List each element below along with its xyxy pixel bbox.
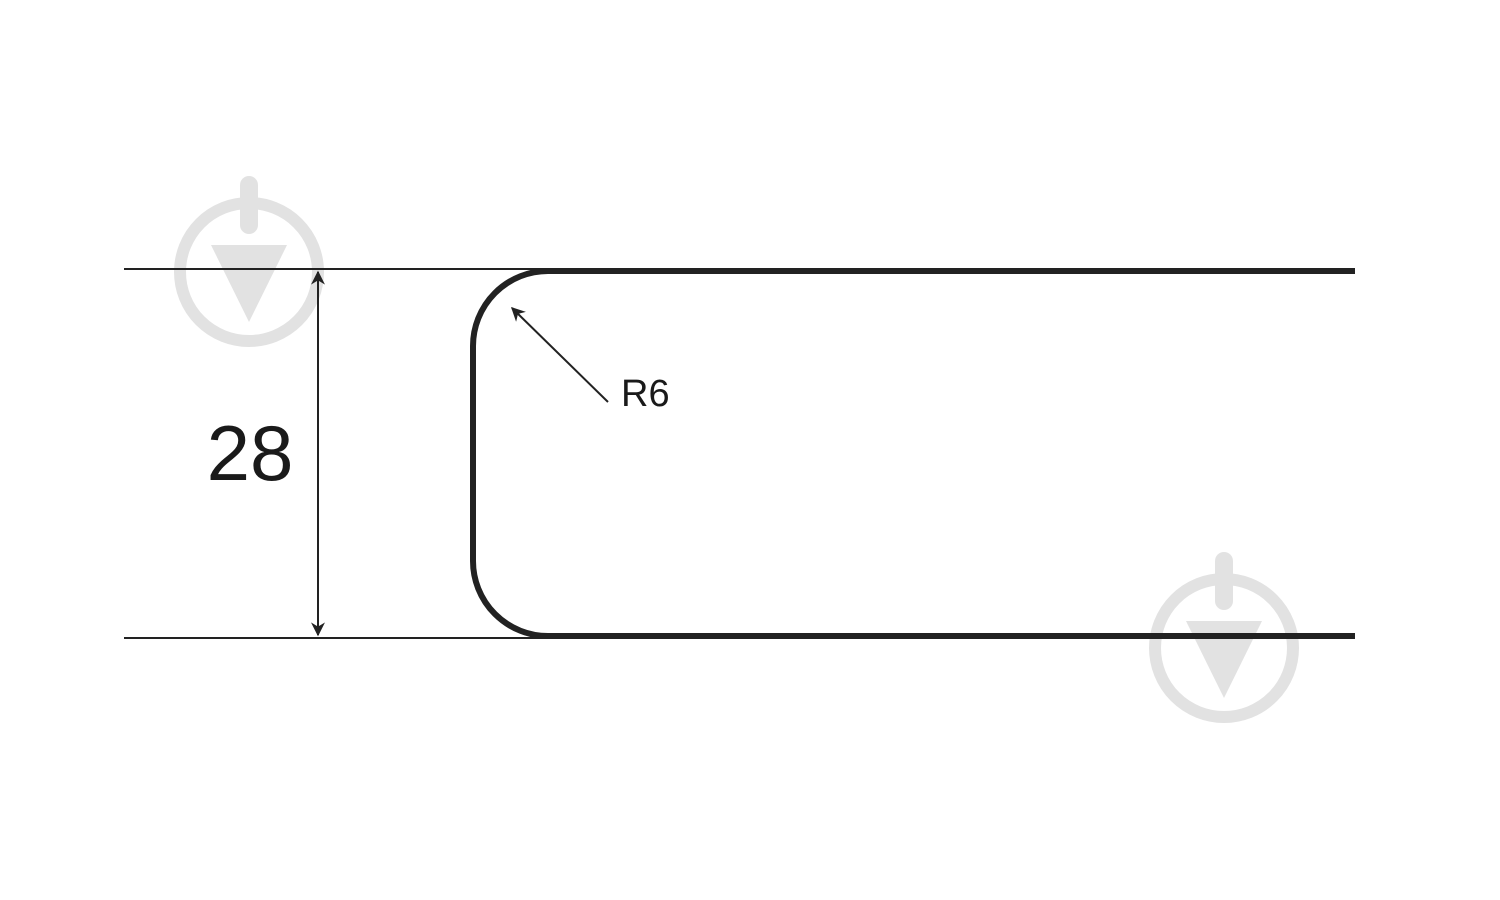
radius-label: R6 <box>621 373 670 415</box>
watermark-logo-icon <box>174 176 324 347</box>
height-dimension-label: 28 <box>207 409 294 497</box>
radius-leader-arrow <box>510 307 609 403</box>
watermark-logo-icon <box>1149 552 1299 723</box>
profile-outline <box>470 268 1355 639</box>
